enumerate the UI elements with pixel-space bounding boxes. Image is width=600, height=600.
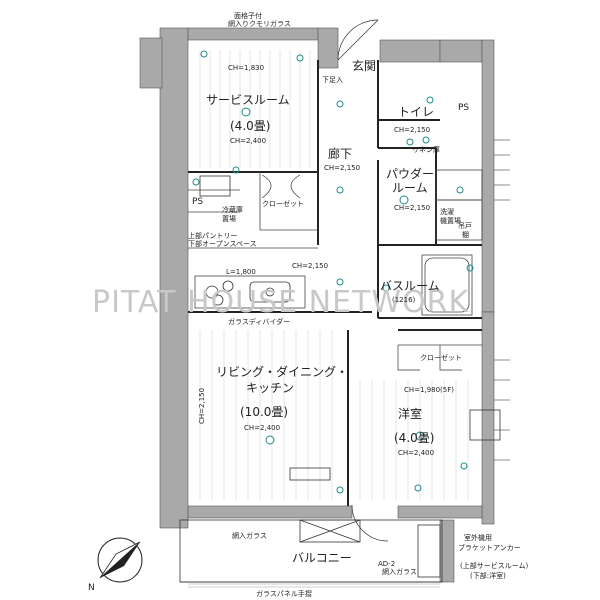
pantry-label-2: 下部オープンスペース	[188, 239, 257, 248]
east-wall-upper	[481, 39, 495, 313]
north-wall-ps	[439, 39, 483, 63]
glass-rail-label: ガラスパネル手摺	[256, 589, 312, 598]
service-room-name: サービスルーム	[206, 93, 290, 107]
western-room-size: (4.0畳)	[394, 431, 434, 445]
fridge-label-1: 冷蔵庫	[222, 205, 243, 214]
entrance-name: 玄関	[352, 58, 376, 73]
north-label: N	[88, 583, 95, 593]
fridge-label-2: 置場	[222, 214, 236, 223]
east-wall-lower	[481, 311, 495, 525]
south-wall-left	[187, 505, 353, 519]
top-window-label-2: 網入りクモリガラス	[228, 19, 291, 28]
ldk-size: (10.0畳)	[240, 405, 288, 419]
shelf-label-1: 吊戸	[458, 222, 472, 230]
western-room-name: 洋室	[398, 406, 422, 421]
corridor-name: 廊下	[328, 146, 352, 161]
service-room-ch-top: CH=1,830	[228, 64, 264, 72]
powder-room-ch: CH=2,150	[394, 204, 430, 212]
balcony-glass-bottom: 網入ガラス	[382, 567, 417, 576]
kitchen-length: L=1,800	[226, 268, 256, 276]
ps-label-left: PS	[192, 197, 203, 207]
toilet-ch: CH=2,150	[394, 126, 430, 134]
ps-label-right: PS	[458, 103, 469, 113]
corridor-ch: CH=2,150	[324, 164, 360, 172]
glass-divider-label: ガラスディバイダー	[228, 317, 290, 326]
outer-column	[139, 37, 163, 89]
ad-label: AD-2	[378, 560, 395, 568]
shoe-cabinet-label: 下足入	[322, 76, 343, 84]
linen-label: リネン庫	[412, 145, 440, 154]
ldk-ch: CH=2,400	[244, 424, 280, 432]
south-wall-right	[397, 505, 483, 519]
upper-service-note-2: (下部:洋室)	[470, 571, 506, 580]
bath-size: (1216)	[392, 296, 416, 304]
ldk-ch-mid: CH=2,150	[292, 262, 328, 270]
service-room-ch: CH=2,400	[230, 137, 266, 145]
wash-label-2: 機置場	[440, 216, 461, 225]
upper-service-note-1: (上部サービスルーム)	[460, 561, 529, 570]
closet-2-label: クローゼット	[420, 353, 462, 362]
western-room-ch: CH=2,400	[398, 449, 434, 457]
outdoor-unit-note-1: 室外機用	[464, 533, 492, 542]
north-wall-left	[187, 27, 319, 41]
north-arrow-icon	[97, 537, 143, 583]
toilet-name: トイレ	[398, 105, 434, 119]
top-window-label-1: 面格子付	[234, 11, 262, 20]
ldk-side-ch: CH=2,150	[198, 388, 206, 424]
powder-room-name-2: ルーム	[392, 181, 428, 195]
north-wall-mid	[317, 27, 339, 69]
closet-2-ch: CH=1,980(5F)	[404, 386, 454, 394]
north-wall-right	[379, 39, 441, 63]
ldk-name-2: キッチン	[246, 381, 294, 395]
pantry-label-1: 上部パントリー	[188, 231, 237, 240]
outdoor-unit-note-2: ブラケットアンカー	[458, 543, 521, 552]
watermark-text: PITAT HOUSE NETWORK	[92, 285, 469, 320]
powder-room-name-1: パウダー	[386, 166, 434, 181]
ldk-name-1: リビング・ダイニング・	[216, 364, 348, 379]
balcony-name: バルコニー	[292, 551, 352, 565]
west-wall	[159, 27, 189, 529]
balcony-glass-top: 網入ガラス	[232, 531, 267, 540]
shelf-label-2: 棚	[462, 230, 469, 239]
service-room-size: (4.0畳)	[230, 119, 270, 133]
bath-name: バスルーム	[380, 279, 440, 293]
wash-label-1: 洗濯	[440, 207, 454, 216]
closet-1-label: クローゼット	[262, 199, 304, 208]
